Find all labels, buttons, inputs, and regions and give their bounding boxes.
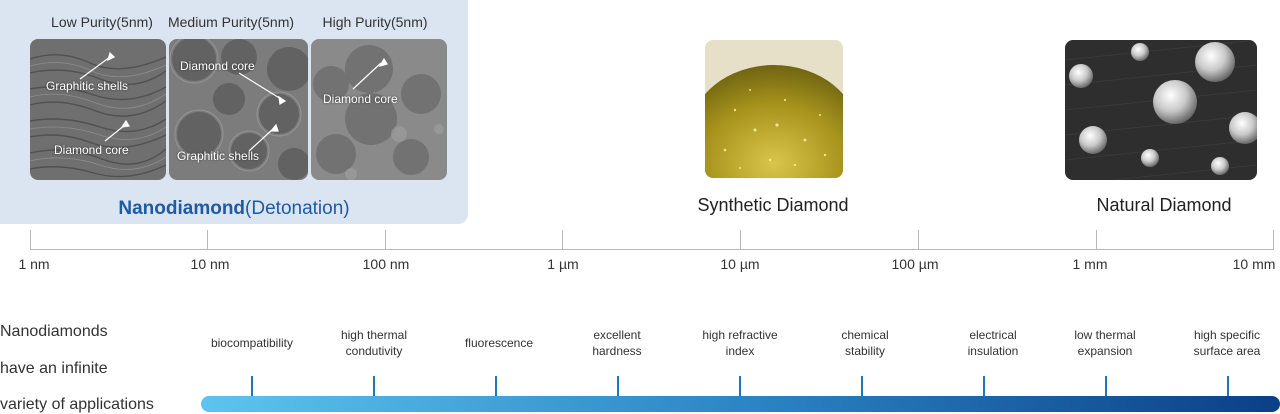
application-label-line: low thermal xyxy=(1074,328,1136,342)
application-tick xyxy=(617,376,619,396)
application-label: chemical stability xyxy=(805,327,925,359)
scale-tick-label: 10 mm xyxy=(1232,256,1276,272)
scale-tick-label: 10 nm xyxy=(190,256,230,272)
scale-tick xyxy=(385,230,386,250)
scale-tick xyxy=(740,230,741,250)
scale-tick xyxy=(1096,230,1097,250)
application-label: high refractive index xyxy=(680,327,800,359)
low-purity-tem-image: Graphitic shells Diamond core xyxy=(30,39,166,180)
applications-gradient-bar xyxy=(201,396,1280,412)
application-label: high thermal condutivity xyxy=(314,327,434,359)
scale-tick xyxy=(562,230,563,250)
application-label-line: high specific xyxy=(1193,328,1261,342)
application-tick xyxy=(495,376,497,396)
application-label: excellent hardness xyxy=(557,327,677,359)
application-label-line: stability xyxy=(844,344,885,358)
graphitic-shells-note: Graphitic shells xyxy=(177,149,260,163)
application-label-line: biocompatibility xyxy=(210,336,294,350)
nanodiamond-title: Nanodiamond(Detonation) xyxy=(0,198,468,220)
diamond-core-note: Diamond core xyxy=(323,92,398,106)
natural-diamond-photo xyxy=(1065,40,1257,180)
medium-purity-tem-image: Diamond core Graphitic shells xyxy=(169,39,308,180)
application-tick xyxy=(373,376,375,396)
application-label: low thermal expansion xyxy=(1045,327,1165,359)
application-label: biocompatibility xyxy=(192,335,312,351)
application-label-line: high refractive xyxy=(702,328,778,342)
nanodiamond-title-main: Nanodiamond xyxy=(118,198,246,219)
application-tick xyxy=(1227,376,1229,396)
graphitic-shells-note: Graphitic shells xyxy=(46,79,129,93)
scale-tick xyxy=(30,230,31,250)
scale-tick-label: 1 µm xyxy=(547,256,579,272)
application-label-line: hardness xyxy=(592,344,642,358)
scale-tick-label: 100 µm xyxy=(891,256,939,272)
application-tick xyxy=(251,376,253,396)
application-label: electrical insulation xyxy=(933,327,1053,359)
application-label-line: excellent xyxy=(593,328,641,342)
scale-tick-label: 100 nm xyxy=(362,256,410,272)
application-label-line: electrical xyxy=(969,328,1017,342)
application-label-line: condutivity xyxy=(345,344,403,358)
diamond-core-note: Diamond core xyxy=(54,143,129,157)
application-tick xyxy=(739,376,741,396)
application-label-line: expansion xyxy=(1077,344,1133,358)
application-label: fluorescence xyxy=(439,335,559,351)
application-label-line: index xyxy=(725,344,755,358)
size-scale-axis xyxy=(30,249,1274,250)
scale-tick xyxy=(918,230,919,250)
application-label-line: surface area xyxy=(1193,344,1261,358)
scale-tick-label: 1 nm xyxy=(18,256,50,272)
application-label-line: insulation xyxy=(967,344,1019,358)
natural-diamond-label: Natural Diamond xyxy=(1096,195,1232,215)
applications-intro-line: have an infinite xyxy=(0,360,108,377)
applications-intro-line: Nanodiamonds xyxy=(0,323,108,340)
nanodiamond-title-sub: (Detonation) xyxy=(245,198,350,219)
medium-purity-label: Medium Purity(5nm) xyxy=(167,14,295,30)
scale-tick xyxy=(207,230,208,250)
applications-intro-line: variety of applications xyxy=(0,396,154,413)
application-label-line: high thermal xyxy=(340,328,408,342)
high-purity-tem-image: Diamond core xyxy=(311,39,447,180)
low-purity-label: Low Purity(5nm) xyxy=(51,14,153,30)
application-label-line: fluorescence xyxy=(464,336,534,350)
high-purity-label: High Purity(5nm) xyxy=(322,14,428,30)
scale-tick-label: 10 µm xyxy=(720,256,760,272)
application-tick xyxy=(983,376,985,396)
application-tick xyxy=(1105,376,1107,396)
scale-tick xyxy=(1273,230,1274,250)
scale-tick-label: 1 mm xyxy=(1072,256,1108,272)
diamond-core-note: Diamond core xyxy=(180,59,255,73)
synthetic-diamond-photo xyxy=(705,40,843,178)
application-label-line: chemical xyxy=(841,328,889,342)
synthetic-diamond-label: Synthetic Diamond xyxy=(697,195,849,215)
application-label: high specific surface area xyxy=(1167,327,1280,359)
application-tick xyxy=(861,376,863,396)
